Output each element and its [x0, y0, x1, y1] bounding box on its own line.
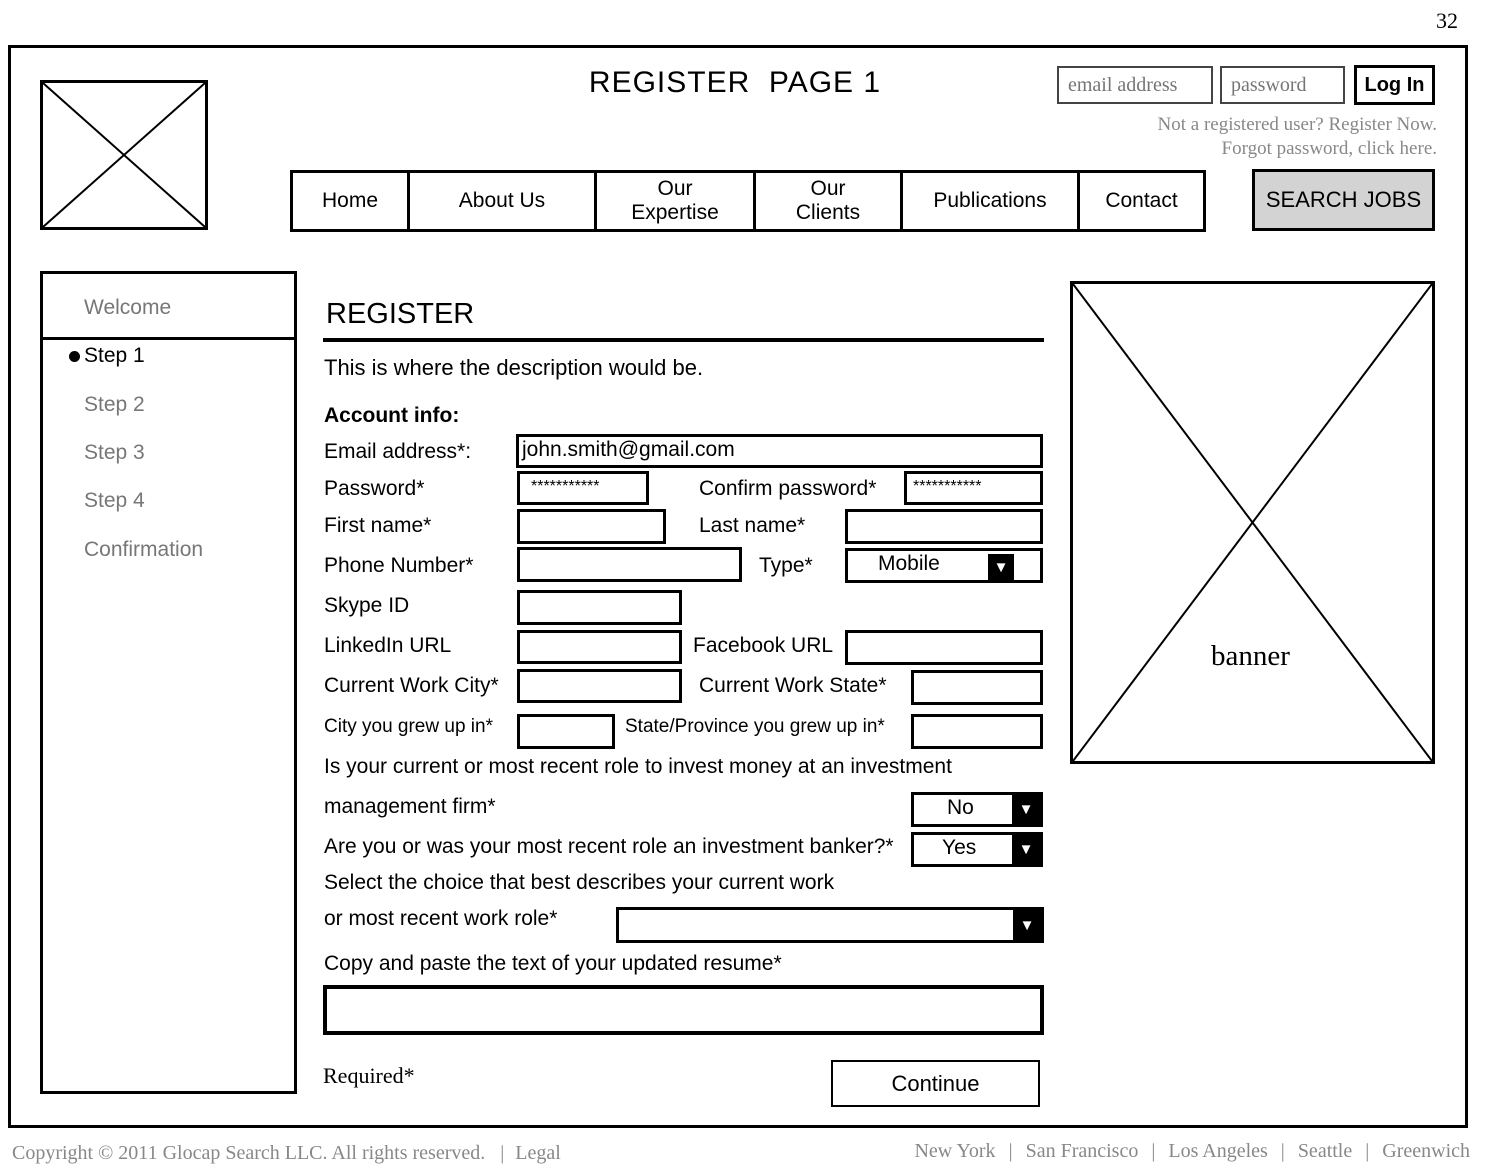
nav-contact[interactable]: Contact	[1105, 189, 1178, 212]
x-placeholder-icon	[1073, 284, 1432, 761]
confirm-password-field[interactable]: ***********	[904, 471, 1043, 505]
work-state-label: Current Work State*	[699, 674, 887, 697]
work-state-field[interactable]	[911, 670, 1043, 705]
x-placeholder-icon	[43, 83, 205, 227]
sidebar-item-step-4[interactable]: Step 4	[84, 489, 145, 512]
page-title: REGISTER PAGE 1	[588, 66, 882, 99]
city-los-angeles[interactable]: Los Angeles	[1168, 1140, 1268, 1162]
last-name-field[interactable]	[845, 509, 1043, 544]
heading-underline	[323, 338, 1044, 342]
invest-firm-select[interactable]: No ▼	[911, 792, 1043, 827]
resume-label: Copy and paste the text of your updated …	[324, 952, 782, 975]
required-note: Required*	[323, 1063, 415, 1088]
banker-select[interactable]: Yes ▼	[911, 832, 1043, 867]
first-name-field[interactable]	[517, 509, 666, 544]
banker-question: Are you or was your most recent role an …	[324, 835, 894, 858]
phone-label: Phone Number*	[324, 554, 474, 577]
footer-separator: |	[1280, 1140, 1285, 1162]
triangle-down-icon[interactable]: ▼	[1012, 795, 1040, 824]
footer-separator: |	[1008, 1140, 1013, 1162]
city-san-francisco[interactable]: San Francisco	[1025, 1140, 1139, 1162]
sidebar-divider	[43, 337, 294, 340]
search-jobs-button[interactable]: SEARCH JOBS	[1252, 169, 1435, 231]
role-question-line2: or most recent work role*	[324, 907, 558, 930]
form-description: This is where the description would be.	[324, 355, 704, 380]
linkedin-label: LinkedIn URL	[324, 634, 452, 657]
grew-up-city-label: City you grew up in*	[324, 716, 493, 737]
login-button[interactable]: Log In	[1354, 65, 1435, 105]
nav-our-clients[interactable]: Our Clients	[756, 173, 903, 229]
footer-separator: |	[1365, 1140, 1370, 1162]
sidebar-item-confirmation[interactable]: Confirmation	[84, 538, 204, 561]
banker-value: Yes	[942, 836, 977, 859]
sidebar-item-step-3[interactable]: Step 3	[84, 441, 145, 464]
sidebar-item-step-1[interactable]: Step 1	[84, 344, 145, 367]
invest-question-line2: management firm*	[324, 795, 496, 818]
email-field[interactable]: john.smith@gmail.com	[516, 434, 1043, 468]
linkedin-field[interactable]	[517, 630, 682, 664]
sidebar-item-step-2[interactable]: Step 2	[84, 393, 145, 416]
city-new-york[interactable]: New York	[914, 1140, 996, 1162]
copyright-text: Copyright © 2011 Glocap Search LLC. All …	[12, 1142, 486, 1164]
nav-about-us[interactable]: About Us	[410, 173, 597, 229]
role-question-line1: Select the choice that best describes yo…	[324, 871, 835, 894]
continue-button-label: Continue	[891, 1070, 980, 1096]
password-field[interactable]: ***********	[517, 471, 649, 505]
work-city-field[interactable]	[517, 669, 682, 703]
footer-left: Copyright © 2011 Glocap Search LLC. All …	[12, 1142, 561, 1165]
legal-link[interactable]: Legal	[515, 1142, 561, 1164]
account-info-label: Account info:	[324, 404, 460, 427]
triangle-down-icon[interactable]: ▼	[1013, 910, 1041, 940]
city-seattle[interactable]: Seattle	[1297, 1140, 1353, 1162]
facebook-field[interactable]	[845, 630, 1043, 665]
active-step-bullet-icon	[69, 351, 80, 362]
work-role-select[interactable]: ▼	[616, 907, 1044, 943]
banner-placeholder[interactable]: banner	[1070, 281, 1435, 764]
login-links: Not a registered user? Register Now. For…	[1000, 113, 1437, 161]
form-heading: REGISTER	[326, 298, 475, 330]
work-city-label: Current Work City*	[324, 674, 499, 697]
page-number: 32	[1436, 8, 1458, 33]
phone-type-select[interactable]: Mobile ▼	[845, 548, 1043, 583]
footer-separator: |	[1151, 1140, 1156, 1162]
triangle-down-icon[interactable]: ▼	[988, 554, 1014, 580]
login-password-input[interactable]	[1220, 66, 1345, 104]
invest-firm-value: No	[947, 796, 974, 819]
step-sidebar: Welcome Step 1 Step 2 Step 3 Step 4 Conf…	[40, 271, 297, 1094]
page-frame	[8, 45, 1468, 1128]
register-now-link[interactable]: Not a registered user? Register Now.	[1157, 114, 1437, 135]
login-email-input[interactable]	[1057, 66, 1213, 104]
continue-button[interactable]: Continue	[831, 1060, 1040, 1107]
footer-separator: |	[500, 1142, 505, 1164]
grew-up-state-label: State/Province you grew up in*	[625, 716, 885, 737]
search-jobs-label: SEARCH JOBS	[1265, 187, 1422, 212]
resume-textarea[interactable]	[323, 985, 1044, 1035]
grew-up-state-field[interactable]	[911, 714, 1043, 749]
nav-home[interactable]: Home	[293, 173, 410, 229]
main-nav: Home About Us Our Expertise Our Clients …	[290, 170, 1206, 232]
banner-label: banner	[1203, 640, 1298, 673]
logo-placeholder[interactable]	[40, 80, 208, 230]
confirm-password-label: Confirm password*	[699, 477, 877, 500]
forgot-password-link[interactable]: Forgot password, click here.	[1221, 138, 1437, 159]
login-button-label: Log In	[1364, 73, 1425, 96]
skype-field[interactable]	[517, 590, 682, 625]
city-greenwich[interactable]: Greenwich	[1382, 1140, 1470, 1162]
grew-up-city-field[interactable]	[517, 714, 615, 749]
sidebar-item-welcome[interactable]: Welcome	[84, 296, 172, 319]
first-name-label: First name*	[324, 514, 432, 537]
last-name-label: Last name*	[699, 514, 806, 537]
facebook-label: Facebook URL	[693, 634, 834, 657]
skype-label: Skype ID	[324, 594, 410, 617]
invest-question-line1: Is your current or most recent role to i…	[324, 755, 952, 778]
email-label: Email address*:	[324, 440, 472, 463]
phone-type-value: Mobile	[878, 552, 940, 575]
nav-publications[interactable]: Publications	[903, 173, 1080, 229]
footer-cities: New York | San Francisco | Los Angeles |…	[914, 1140, 1470, 1163]
nav-our-expertise[interactable]: Our Expertise	[597, 173, 756, 229]
password-label: Password*	[324, 477, 425, 500]
triangle-down-icon[interactable]: ▼	[1012, 835, 1040, 864]
phone-field[interactable]	[517, 547, 742, 582]
phone-type-label: Type*	[759, 554, 813, 577]
